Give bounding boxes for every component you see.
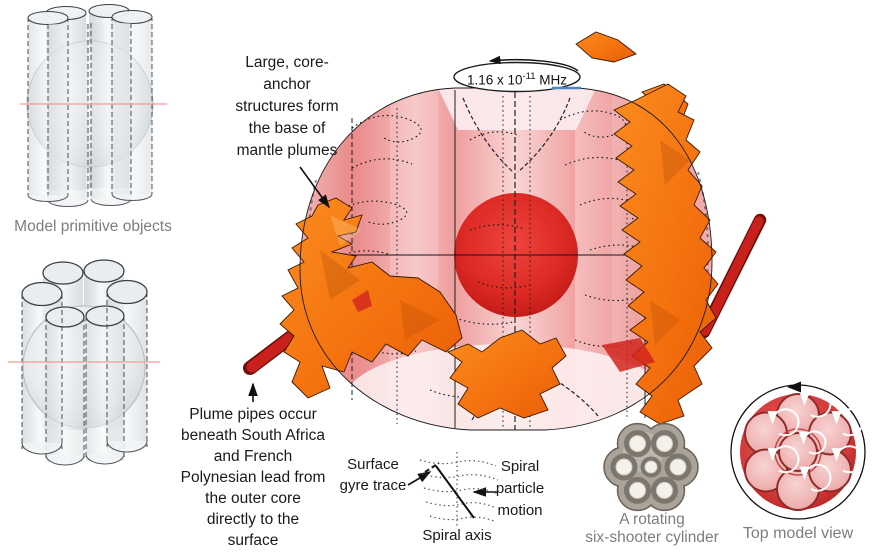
gyre-rotation-arrows: [767, 389, 864, 492]
rotation-rate-base: 1.16 x 10: [466, 72, 523, 88]
core-anchor-arrow: [299, 166, 330, 209]
annotation-arrows: [248, 166, 498, 497]
surface-gyre-label: Surface gyre trace: [339, 456, 407, 494]
plume-blob-bottom: [447, 329, 567, 419]
plume-isosurfaces: [279, 31, 719, 425]
spiral-axis-label: Spiral axis: [422, 527, 492, 544]
rotation-rate-label: 1.16 x 10-11 MHz: [457, 69, 577, 88]
plume-facets: [320, 140, 690, 372]
spiral-axis-diagram: [419, 452, 499, 528]
main-model-figure: [243, 31, 767, 431]
spiral-axis-line: [435, 465, 475, 519]
model-primitive-objects-figure: [20, 3, 167, 207]
plume-limb-right: [613, 83, 719, 425]
top-model-view-figure: [730, 381, 866, 520]
plume-blob-left: [279, 197, 463, 399]
six-shooter-cylinder-figure: [603, 422, 699, 512]
six-cylinder-bundle-figure: [8, 259, 160, 466]
spiral-particle-label: Spiral particle motion: [495, 458, 545, 519]
chambers: [610, 430, 692, 504]
core-anchor-label: Large, core- anchor structures form the …: [235, 54, 339, 159]
rotation-arrow: [488, 55, 579, 72]
rotation-rate-unit: MHz: [535, 72, 568, 88]
six-shooter-label: A rotating six-shooter cylinder: [585, 511, 719, 546]
rotation-rate-ellipse: [453, 61, 581, 93]
plume-pipes-label: Plume pipes occur beneath South Africa a…: [180, 406, 326, 549]
outer-rotation-arrowhead: [787, 381, 801, 393]
gyre-trace-arrow: [407, 471, 432, 486]
model-primitives-label: Model primitive objects: [14, 218, 172, 235]
top-view-label: Top model view: [742, 525, 854, 542]
plume-fragment-top: [575, 31, 637, 63]
rotation-rate-exponent: -11: [522, 71, 536, 82]
